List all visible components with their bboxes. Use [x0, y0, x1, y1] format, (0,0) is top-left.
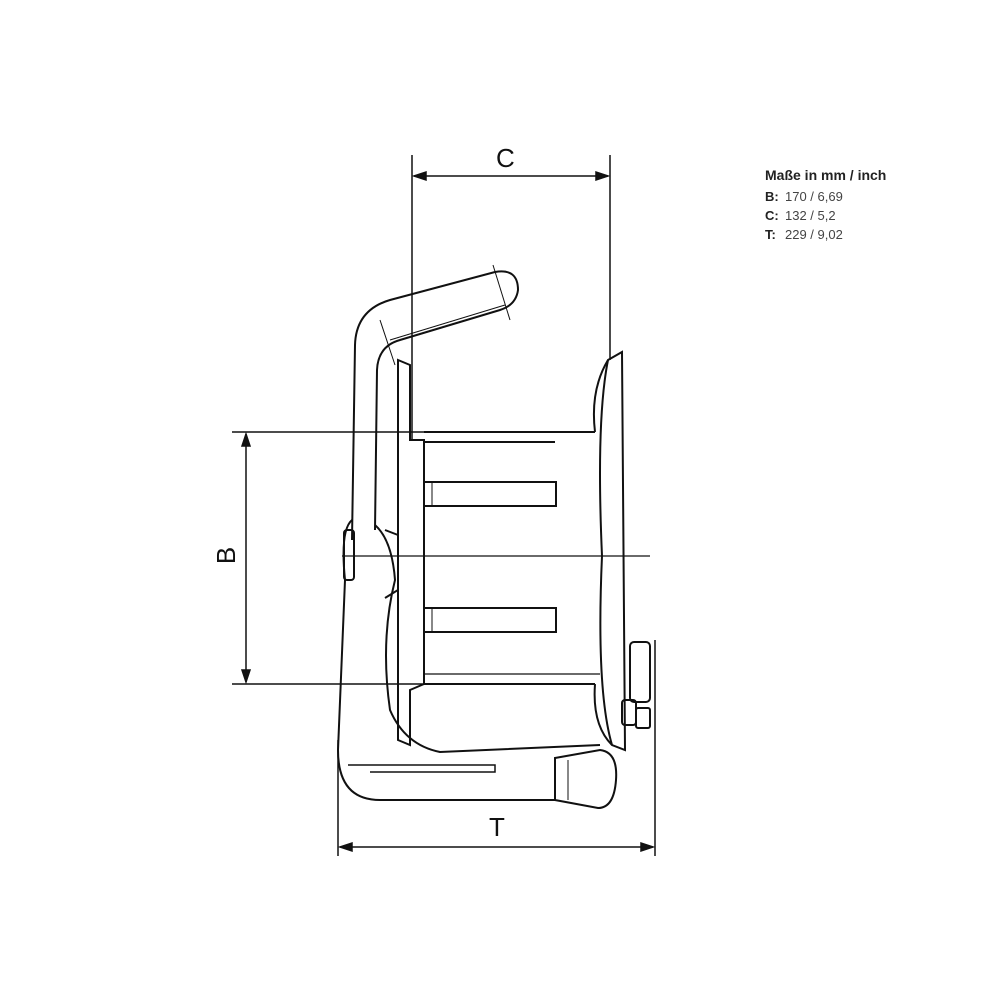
dimensions-legend: Maße in mm / inch B: 170 / 6,69 C: 132 / 5…: [765, 166, 886, 244]
dimension-c: [411, 155, 611, 440]
dimension-b: [232, 431, 555, 685]
legend-value: 170 / 6,69: [785, 189, 843, 204]
legend-key: C:: [765, 208, 779, 223]
legend-title: Maße in mm / inch: [765, 167, 887, 183]
carry-handle: [351, 264, 520, 541]
legend-key: B:: [765, 189, 779, 204]
foot-grip: [554, 748, 618, 810]
drum: [423, 431, 600, 685]
legend-row-t: T: 229 / 9,02: [765, 225, 886, 244]
left-flange: [397, 358, 425, 747]
dimension-c-label: C: [496, 143, 515, 173]
legend-value: 229 / 9,02: [785, 227, 843, 242]
legend-key: T:: [765, 227, 776, 242]
dimension-t-label: T: [489, 812, 505, 842]
legend-row-c: C: 132 / 5,2: [765, 206, 886, 225]
legend-row-b: B: 170 / 6,69: [765, 187, 886, 206]
crank-handle: [621, 641, 651, 729]
reel-frame: [336, 519, 601, 801]
right-flange: [592, 350, 627, 752]
legend-value: 132 / 5,2: [785, 208, 836, 223]
dimension-b-label: B: [211, 546, 242, 565]
